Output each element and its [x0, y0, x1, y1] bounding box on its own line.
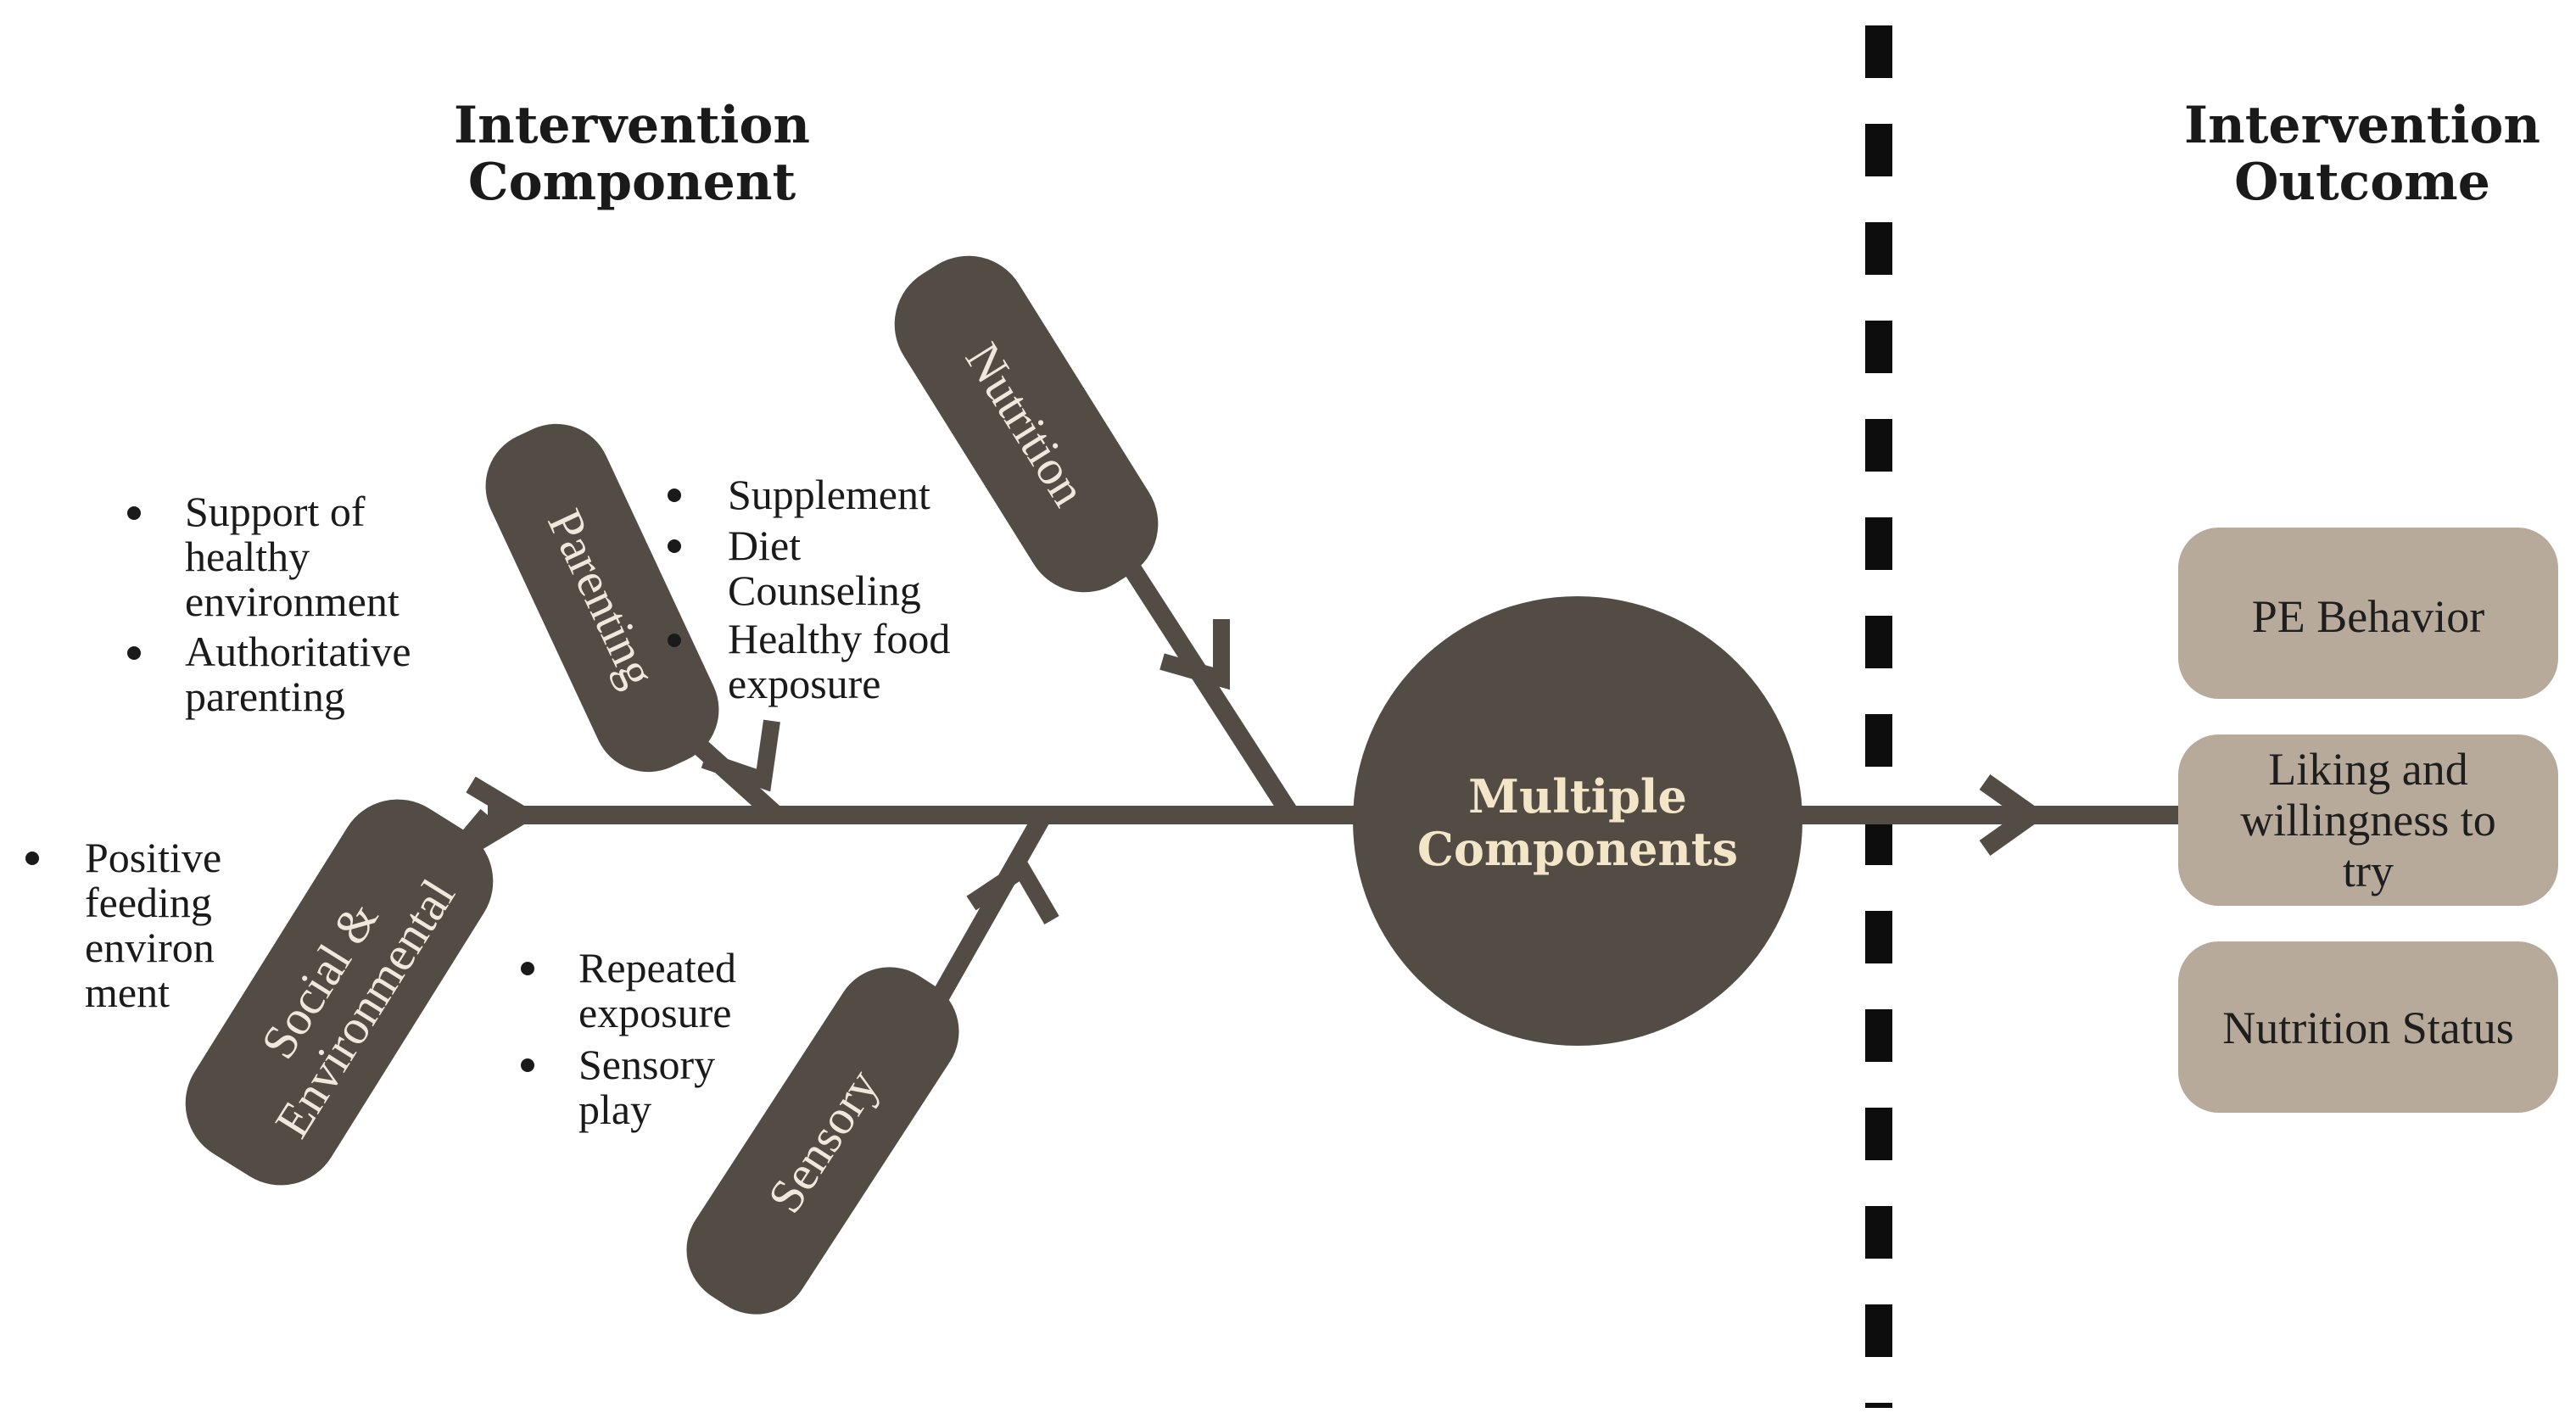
sensory-bone-label-box — [686, 967, 959, 1315]
svg-text:environment: environment — [185, 578, 400, 625]
nutrition-bone-label-box — [894, 255, 1159, 593]
svg-text:ment: ment — [85, 969, 170, 1016]
multiple-components-hub: Multiple Components — [1353, 596, 1802, 1046]
heading-intervention-component: Intervention Component — [454, 96, 810, 212]
svg-text:healthy: healthy — [185, 533, 310, 580]
social-bullet-list: Positive feeding environ ment — [25, 834, 221, 1016]
svg-text:Positive: Positive — [85, 834, 221, 881]
spine-arrowhead — [466, 776, 540, 854]
svg-text:Support of: Support of — [185, 488, 366, 535]
svg-text:Liking and: Liking and — [2268, 744, 2467, 795]
social-bone-label-box — [185, 799, 494, 1186]
heading-intervention-outcome: Intervention Outcome — [2184, 96, 2540, 212]
hub-line2: Components — [1417, 822, 1738, 876]
svg-text:Intervention: Intervention — [2184, 96, 2540, 155]
svg-text:feeding: feeding — [85, 879, 212, 926]
parenting-arrowhead — [701, 719, 780, 792]
svg-text:play: play — [578, 1086, 651, 1133]
sensory-bullet-list: Repeated exposure Sensory play — [521, 944, 736, 1133]
nutrition-bullet-list: Supplement Diet Counseling Healthy food … — [668, 471, 950, 707]
svg-text:environ: environ — [85, 924, 215, 971]
parenting-bone-label-box — [485, 423, 719, 773]
parenting-branch: Parenting — [485, 423, 783, 823]
outcome-nutrition-status: Nutrition Status — [2178, 941, 2558, 1113]
svg-text:willingness to: willingness to — [2240, 795, 2496, 846]
outcome-pe-behavior: PE Behavior — [2178, 528, 2558, 699]
svg-text:exposure: exposure — [578, 989, 732, 1036]
svg-text:Repeated: Repeated — [578, 944, 736, 991]
svg-text:Intervention: Intervention — [454, 96, 810, 155]
svg-text:Component: Component — [468, 153, 796, 212]
sensory-arrowhead — [966, 857, 1059, 925]
svg-text:exposure: exposure — [728, 660, 881, 707]
svg-text:try: try — [2343, 846, 2394, 896]
nutrition-arrowhead — [1159, 619, 1230, 690]
svg-text:Supplement: Supplement — [728, 471, 930, 518]
outcome-liking-willingness: Liking and willingness to try — [2178, 734, 2558, 906]
hub-line1: Multiple — [1468, 769, 1687, 824]
svg-text:Counseling: Counseling — [728, 567, 921, 614]
svg-text:parenting: parenting — [185, 673, 345, 720]
svg-text:Healthy food: Healthy food — [728, 615, 950, 662]
svg-text:Nutrition Status: Nutrition Status — [2222, 1002, 2514, 1053]
svg-text:Outcome: Outcome — [2234, 153, 2490, 212]
outcome-arrowhead — [1979, 774, 2048, 856]
parenting-bullet-list: Support of healthy environment Authorita… — [127, 488, 411, 720]
svg-text:Authoritative: Authoritative — [185, 628, 411, 675]
sensory-branch: Sensory — [686, 810, 1059, 1315]
svg-text:PE Behavior: PE Behavior — [2252, 591, 2484, 642]
svg-text:Diet: Diet — [728, 522, 801, 569]
nutrition-branch: Nutrition — [894, 255, 1299, 820]
svg-text:Sensory: Sensory — [578, 1041, 715, 1088]
